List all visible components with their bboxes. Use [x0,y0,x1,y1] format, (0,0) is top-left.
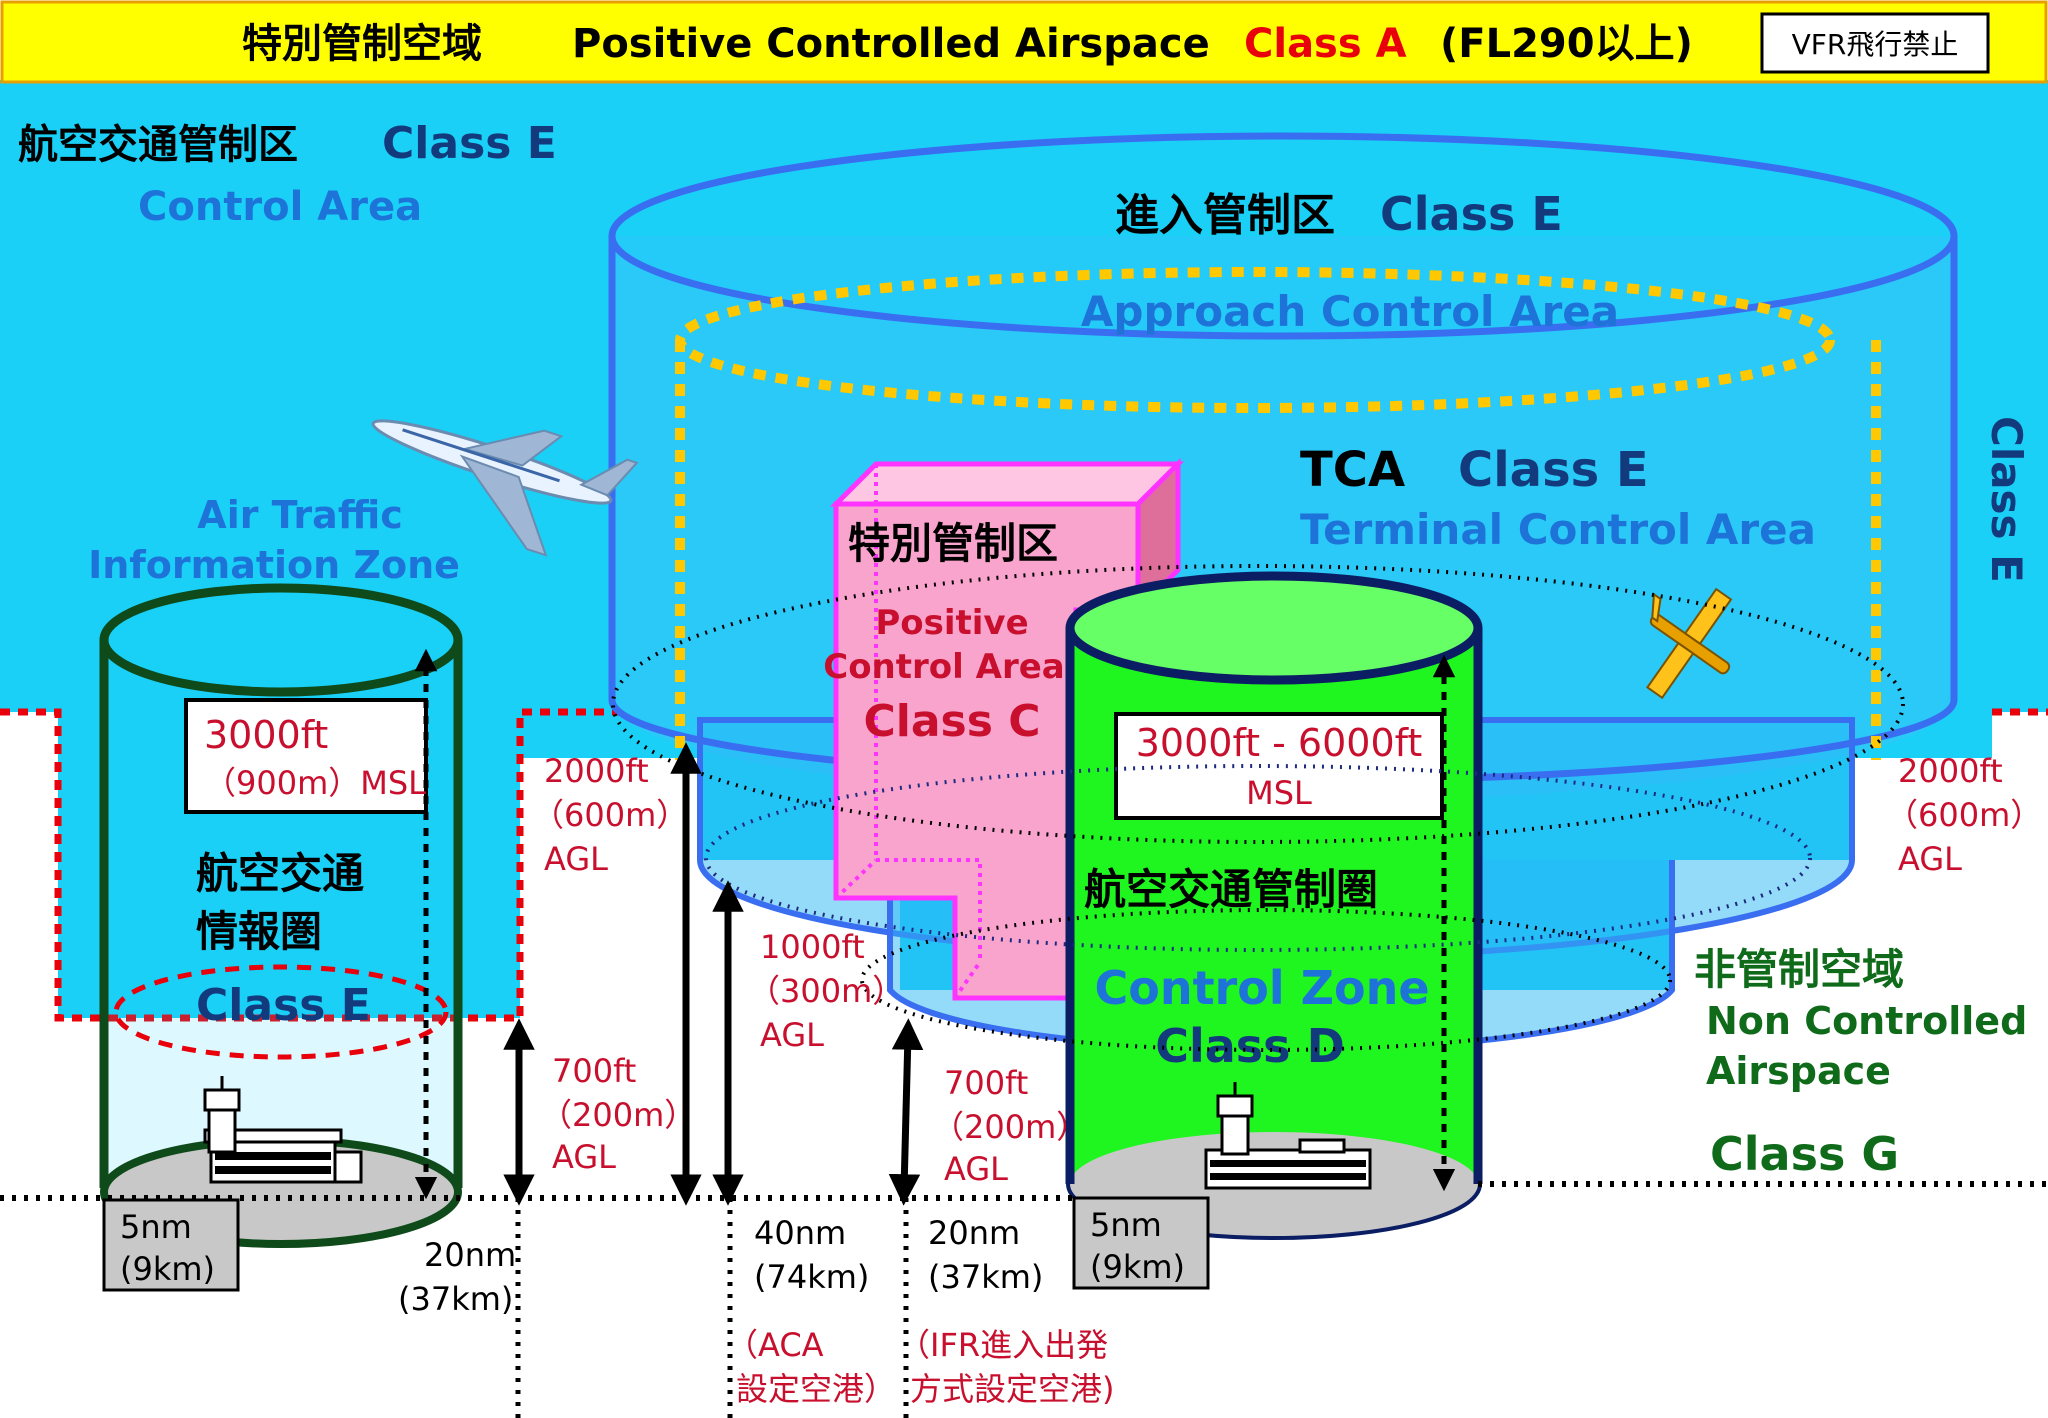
info-zone-altitude-2: （900m）MSL [204,764,426,802]
h700-right-2: （200m） [932,1108,1088,1146]
h2000-left-2: （600m） [532,796,688,834]
info-zone-floor-ellipse [113,964,449,1060]
h700-right-1: 700ft [944,1064,1028,1102]
info-zone-jp-1: 航空交通 [196,849,364,898]
positive-control-area-shape [829,457,1185,1001]
h2000-right-1: 2000ft [1898,752,2003,790]
info-zone-top [99,583,463,697]
non-controlled-class: Class G [1710,1127,1899,1181]
info-zone-altitude-box [184,698,428,814]
positive-area-class: Class C [863,696,1040,747]
h700-left-1: 700ft [552,1052,636,1090]
h700-left-3: AGL [552,1138,616,1176]
info-zone-class: Class E [196,980,371,1031]
dist-20nm-right-1: 20nm [928,1214,1020,1252]
dist-40nm-2: (74km) [754,1258,869,1296]
control-zone-radius-1: 5nm [1090,1206,1162,1244]
h1000-3: AGL [760,1016,824,1054]
h2000-right-3: AGL [1898,840,1962,878]
tca-floor-dotted [611,564,1905,844]
low-floor-dotted [860,908,1672,1052]
note-ifr-1: （IFR進入出発 [898,1326,1108,1364]
dist-40nm-1: 40nm [754,1214,846,1252]
control-area-en: Control Area [138,184,422,230]
approach-area-class: Class E [1380,187,1563,241]
non-controlled-en-2: Airspace [1706,1049,1891,1093]
airport-tower-icon-left [203,1076,363,1184]
note-aca-1: （ACA [726,1326,824,1364]
info-zone-radius-box [102,1198,240,1292]
control-zone-jp: 航空交通管制圏 [1084,865,1378,914]
small-plane-icon [1646,587,1733,700]
h2000-left-1: 2000ft [544,752,649,790]
info-zone-radius-2: (9km) [120,1250,215,1288]
airport-tower-icon-right [1204,1082,1372,1190]
control-zone-radius-box [1072,1196,1210,1290]
side-class-label: Class E [1982,416,2031,583]
positive-area-en-2: Control Area [823,647,1064,687]
control-zone-altitude-2: MSL [1246,774,1312,812]
vfr-badge [1760,12,1990,74]
info-zone-jp-2: 情報圏 [196,907,322,956]
approach-area-jp: 進入管制区 [1115,190,1335,241]
h700-left-2: （200m） [540,1096,696,1134]
h2000-left-3: AGL [544,840,608,878]
control-zone-en: Control Zone [1094,961,1429,1015]
banner-class: Class A [1244,21,1407,67]
banner-title-jp: 特別管制空域 [242,21,482,67]
control-zone-radius-2: (9km) [1090,1248,1185,1286]
h2000-right-2: （600m） [1886,796,2042,834]
control-zone-altitude-box [1114,712,1444,820]
h1000-2: （300m） [748,972,904,1010]
dist-20nm-left-1: 20nm [424,1236,516,1274]
tca-abbr: TCA [1300,442,1405,498]
positive-area-jp: 特別管制区 [848,519,1058,568]
h700-right-3: AGL [944,1150,1008,1188]
vfr-badge-text: VFR飛行禁止 [1792,28,1959,61]
control-area-jp: 航空交通管制区 [18,122,298,168]
banner-condition: (FL290以上) [1440,21,1693,67]
dist-20nm-right-2: (37km) [928,1258,1043,1296]
arrow-700ft-right [888,1018,924,1206]
tca-en: Terminal Control Area [1300,505,1816,554]
dist-20nm-left-2: (37km) [398,1280,513,1318]
control-zone-altitude-1: 3000ft - 6000ft [1136,721,1423,765]
control-zone-class: Class D [1155,1019,1345,1073]
banner-title-en: Positive Controlled Airspace [572,21,1210,67]
info-zone-altitude-1: 3000ft [204,713,328,757]
note-ifr-2: 方式設定空港) [910,1370,1115,1408]
h1000-1: 1000ft [760,928,865,966]
control-area-class: Class E [382,118,557,169]
approach-area-en: Approach Control Area [1081,287,1619,336]
info-zone-boundary [0,708,620,1022]
banner [0,0,2048,84]
non-controlled-jp: 非管制空域 [1694,945,1904,994]
control-zone-top [1065,571,1483,685]
tca-class: Class E [1458,442,1649,498]
positive-area-en-1: Positive [875,603,1028,643]
non-controlled-en-1: Non Controlled [1706,999,2027,1043]
note-aca-2: 設定空港） [736,1370,896,1408]
info-zone-en-1: Air Traffic [197,493,402,537]
info-zone-radius-1: 5nm [120,1208,192,1246]
mid-floor-dotted [704,764,1812,952]
airliner-icon [371,419,639,557]
info-zone-en-2: Information Zone [88,543,460,587]
